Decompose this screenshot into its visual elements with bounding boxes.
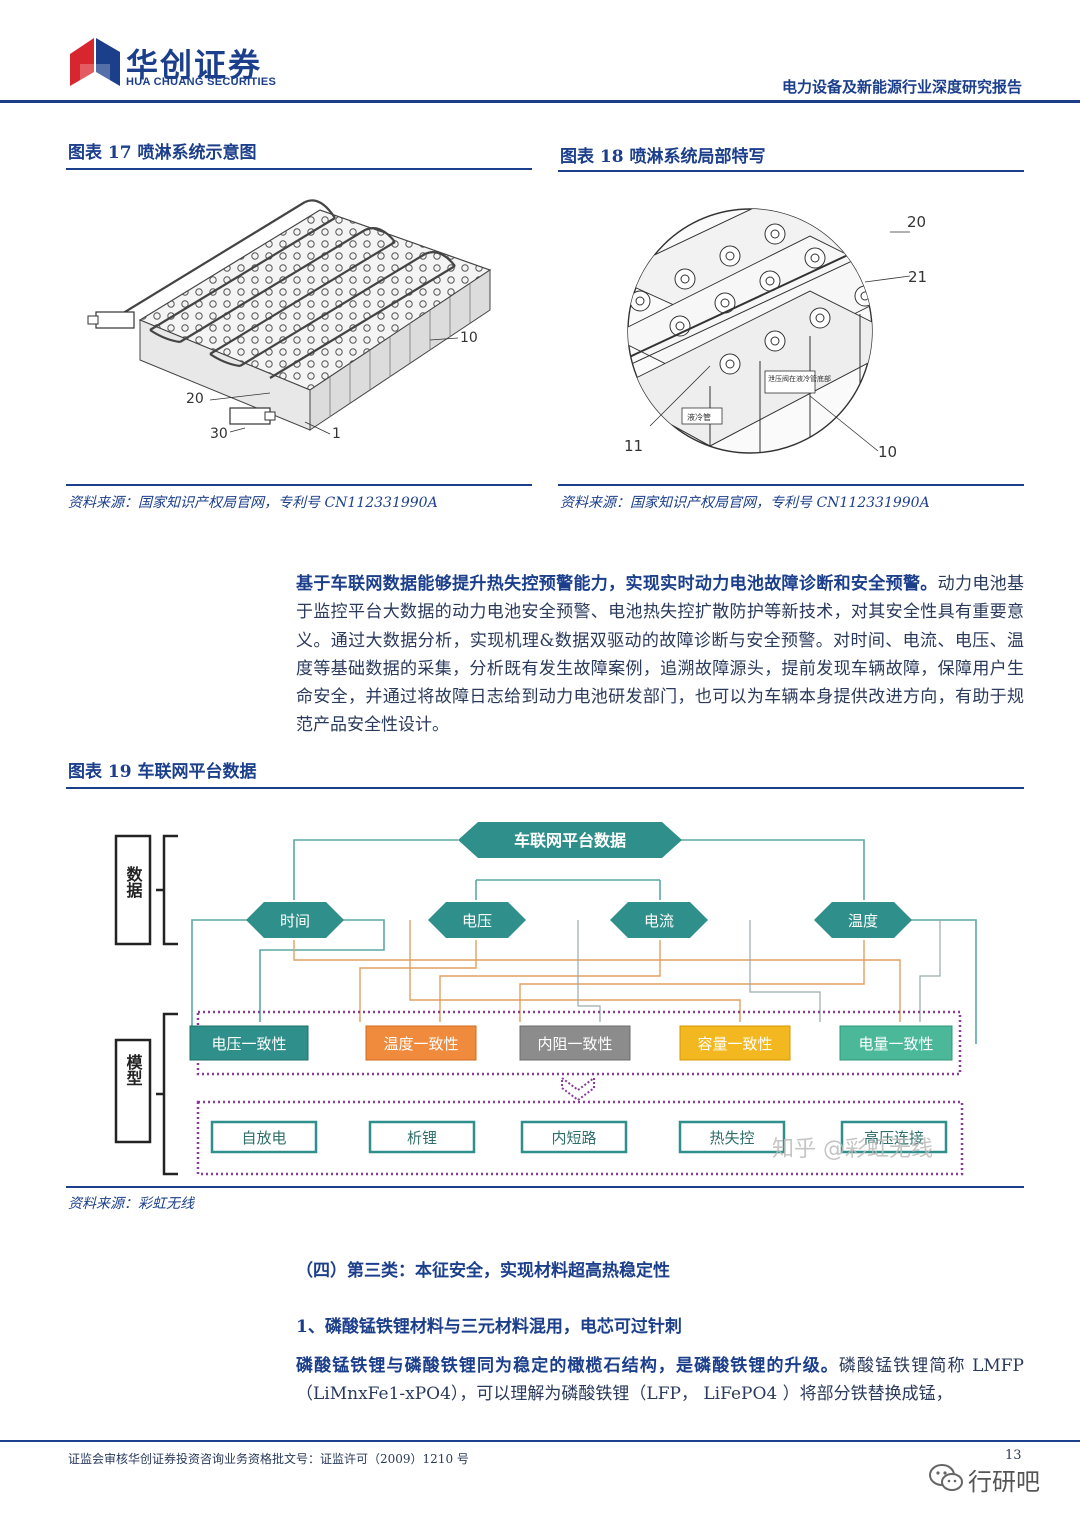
model-node-temperature-consistency: 温度一致性: [383, 1035, 458, 1053]
model-node-resistance-consistency: 内阻一致性: [537, 1035, 612, 1053]
chevron-down-icon: [561, 1076, 595, 1102]
paragraph-telematics-body: 动力电池基于监控平台大数据的动力电池安全预警、电池热失控扩散防护等新技术，对其安…: [296, 574, 1025, 736]
fault-node-self-discharge: 自放电: [241, 1129, 286, 1147]
model-node-voltage-consistency: 电压一致性: [211, 1035, 286, 1053]
data-node-group: 时间 电压 电流 温度: [246, 902, 912, 938]
figure-18-closeup-image: 液冷管 泄压阀在液冷管底部 20 21 11 10: [624, 208, 927, 461]
fig18-label-21: 21: [908, 268, 927, 286]
fig18-label-20: 20: [907, 213, 926, 231]
figure-17-bottom-rule: [66, 484, 532, 486]
side-label-model: 模型: [124, 1053, 143, 1086]
fig18-label-11: 11: [624, 437, 643, 455]
fig18-tag-pipe: 液冷管: [687, 412, 711, 422]
wechat-account-name: 行研吧: [968, 1468, 1040, 1496]
paragraph-lmfp-body: 磷酸锰铁锂简称 LMFP（LiMnxFe1-xPO4），可以理解为磷酸铁锂（LF…: [296, 1356, 1024, 1405]
fault-node-hv-connection: 高压连接: [864, 1129, 924, 1147]
fig18-tag-valve: 泄压阀在液冷管底部: [768, 374, 831, 383]
fault-node-lithium-plating: 析锂: [407, 1129, 437, 1147]
model-node-capacity-consistency: 容量一致性: [697, 1035, 772, 1053]
wechat-icon: [929, 1464, 963, 1491]
paragraph-telematics: 基于车联网数据能够提升热失控预警能力，实现实时动力电池故障诊断和安全预警。动力电…: [296, 570, 1024, 740]
figure-18-source: 资料来源：国家知识产权局官网，专利号 CN112331990A: [560, 495, 930, 511]
model-node-charge-consistency: 电量一致性: [858, 1035, 933, 1053]
data-node-time: 时间: [280, 912, 310, 930]
fig17-label-20: 20: [186, 391, 204, 407]
figure-18-caption: 图表 18 喷淋系统局部特写: [560, 147, 766, 167]
logo-english: HUA CHUANG SECURITIES: [126, 76, 277, 88]
fig17-label-10: 10: [460, 330, 478, 346]
figure-17-spray-system-image: 10 20 30 1: [87, 199, 492, 442]
side-label-data: 数据: [124, 865, 143, 899]
section-subheading: 1、磷酸锰铁锂材料与三元材料混用，电芯可过针刺: [296, 1317, 682, 1337]
figure-19-source: 资料来源：彩虹无线: [68, 1196, 194, 1212]
figure-19-caption: 图表 19 车联网平台数据: [68, 762, 257, 782]
footer-license: 证监会审核华创证券投资咨询业务资格批文号：证监许可（2009）1210 号: [68, 1452, 469, 1466]
fig17-label-1: 1: [332, 426, 341, 442]
header-rule: [0, 100, 1080, 103]
data-node-temperature: 温度: [848, 912, 878, 930]
figure-19-diagram: 数据 模型 车联网平台数据 时间 电压 电流 温度: [114, 822, 977, 1176]
logo-chinese: 华创证券: [126, 46, 263, 84]
figure-19-bottom-rule: [66, 1186, 1024, 1188]
fig18-label-10: 10: [878, 443, 897, 461]
diagram-watermark: 知乎 @彩虹无线: [772, 1137, 933, 1162]
fig17-label-30: 30: [210, 426, 228, 442]
figure-17-source: 资料来源：国家知识产权局官网，专利号 CN112331990A: [68, 495, 438, 511]
footer-rule: [0, 1440, 1080, 1442]
figure-19-rule: [66, 787, 1024, 789]
figure-18-rule: [558, 170, 1024, 172]
paragraph-lmfp-lead: 磷酸锰铁锂与磷酸铁锂同为稳定的橄榄石结构，是磷酸铁锂的升级。: [296, 1356, 839, 1376]
figure-17-caption: 图表 17 喷淋系统示意图: [68, 143, 257, 163]
paragraph-lmfp: 磷酸锰铁锂与磷酸铁锂同为稳定的橄榄石结构，是磷酸铁锂的升级。磷酸锰铁锂简称 LM…: [296, 1352, 1024, 1409]
figure-17-rule: [66, 168, 532, 170]
page-number: 13: [1005, 1448, 1022, 1463]
report-title: 电力设备及新能源行业深度研究报告: [781, 78, 1022, 96]
data-node-voltage: 电压: [462, 912, 492, 930]
logo-icon: [70, 38, 120, 86]
data-node-current: 电流: [644, 912, 674, 930]
section-heading: （四）第三类：本征安全，实现材料超高热稳定性: [296, 1261, 670, 1281]
paragraph-telematics-lead: 基于车联网数据能够提升热失控预警能力，实现实时动力电池故障诊断和安全预警。: [296, 574, 938, 594]
fault-node-internal-short: 内短路: [551, 1129, 596, 1147]
figure-18-bottom-rule: [558, 484, 1024, 486]
fault-node-thermal-runaway: 热失控: [709, 1129, 754, 1147]
node-root: 车联网平台数据: [514, 831, 626, 850]
